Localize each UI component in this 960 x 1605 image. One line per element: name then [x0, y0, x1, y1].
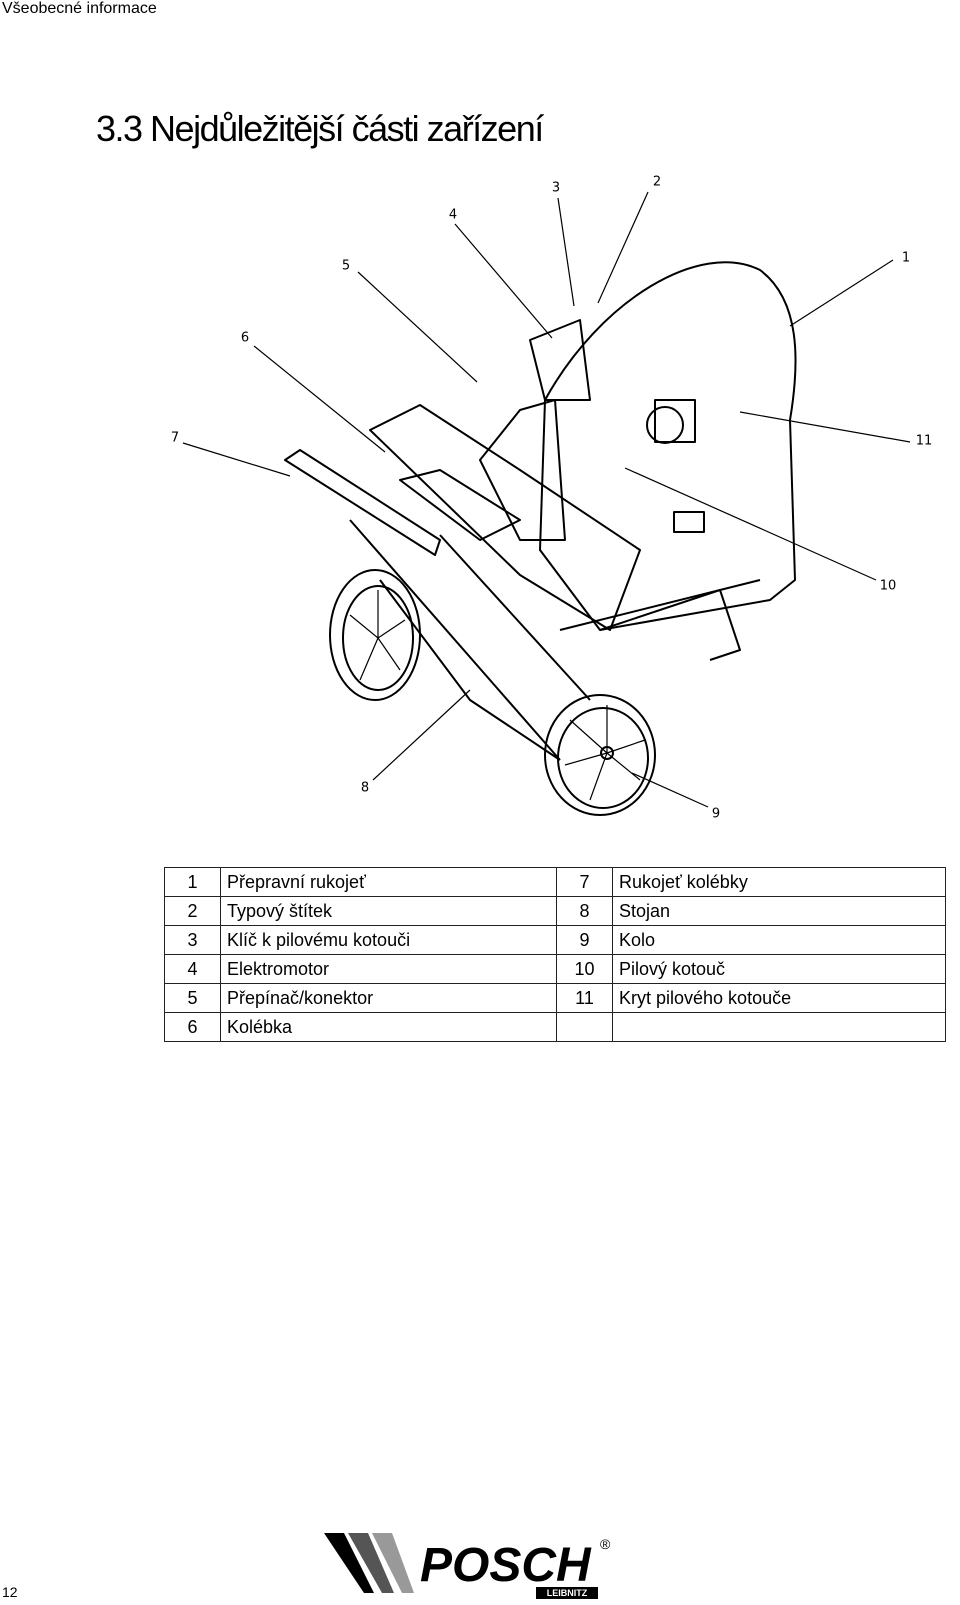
callout-8: 8	[361, 781, 369, 796]
part-label: Stojan	[612, 896, 946, 926]
table-row: 1 Přepravní rukojeť 7 Rukojeť kolébky	[164, 867, 946, 897]
part-number: 11	[556, 983, 613, 1013]
part-number: 9	[556, 925, 613, 955]
part-label: Typový štítek	[220, 896, 557, 926]
callout-4: 4	[449, 208, 457, 223]
part-number	[556, 1012, 613, 1042]
section-header: Všeobecné informace	[2, 0, 157, 17]
part-label: Kolo	[612, 925, 946, 955]
part-label: Elektromotor	[220, 954, 557, 984]
callout-2: 2	[653, 175, 661, 190]
callout-9: 9	[712, 807, 720, 822]
part-label: Přepravní rukojeť	[220, 867, 557, 897]
callout-3: 3	[552, 181, 560, 196]
table-row: 6 Kolébka	[164, 1012, 946, 1042]
part-label: Kolébka	[220, 1012, 557, 1042]
blade-guard	[539, 261, 797, 631]
callout-labels: 1 2 3 4 5 6 7 8 9 10 11	[171, 175, 932, 822]
part-label: Přepínač/konektor	[220, 983, 557, 1013]
cradle-handle	[284, 449, 441, 556]
wheel-left	[329, 569, 421, 701]
callout-10: 10	[880, 579, 897, 594]
stand	[349, 519, 741, 761]
part-number: 10	[556, 954, 613, 984]
callout-11: 11	[916, 434, 933, 449]
part-label	[612, 1012, 946, 1042]
part-label: Pilový kotouč	[612, 954, 946, 984]
saw-diagram: 1 2 3 4 5 6 7 8 9 10 11	[171, 175, 932, 822]
part-number: 4	[164, 954, 221, 984]
part-number: 7	[556, 867, 613, 897]
part-label: Kryt pilového kotouče	[612, 983, 946, 1013]
part-number: 3	[164, 925, 221, 955]
part-label: Rukojeť kolébky	[612, 867, 946, 897]
posch-logo: POSCH ® LEIBNITZ	[324, 1533, 611, 1599]
motor	[479, 399, 566, 541]
table-row: 5 Přepínač/konektor 11 Kryt pilového kot…	[164, 983, 946, 1013]
part-number: 8	[556, 896, 613, 926]
part-number: 6	[164, 1012, 221, 1042]
part-number: 5	[164, 983, 221, 1013]
table-row: 3 Klíč k pilovému kotouči 9 Kolo	[164, 925, 946, 955]
callout-1: 1	[902, 251, 910, 266]
callout-7: 7	[171, 431, 179, 446]
cradle	[369, 404, 641, 631]
callout-5: 5	[342, 259, 350, 274]
part-label: Klíč k pilovému kotouči	[220, 925, 557, 955]
page-title: 3.3 Nejdůležitější části zařízení	[96, 108, 544, 149]
table-row: 4 Elektromotor 10 Pilový kotouč	[164, 954, 946, 984]
table-row: 2 Typový štítek 8 Stojan	[164, 896, 946, 926]
part-number: 1	[164, 867, 221, 897]
logo-subtext: LEIBNITZ	[547, 1588, 588, 1598]
callout-6: 6	[241, 331, 249, 346]
parts-table: 1 Přepravní rukojeť 7 Rukojeť kolébky 2 …	[164, 867, 946, 1042]
logo-chevron-icon	[324, 1533, 414, 1593]
part-number: 2	[164, 896, 221, 926]
page-number: 12	[2, 1584, 18, 1600]
logo-text: POSCH	[420, 1539, 592, 1592]
logo-registered: ®	[600, 1536, 611, 1552]
